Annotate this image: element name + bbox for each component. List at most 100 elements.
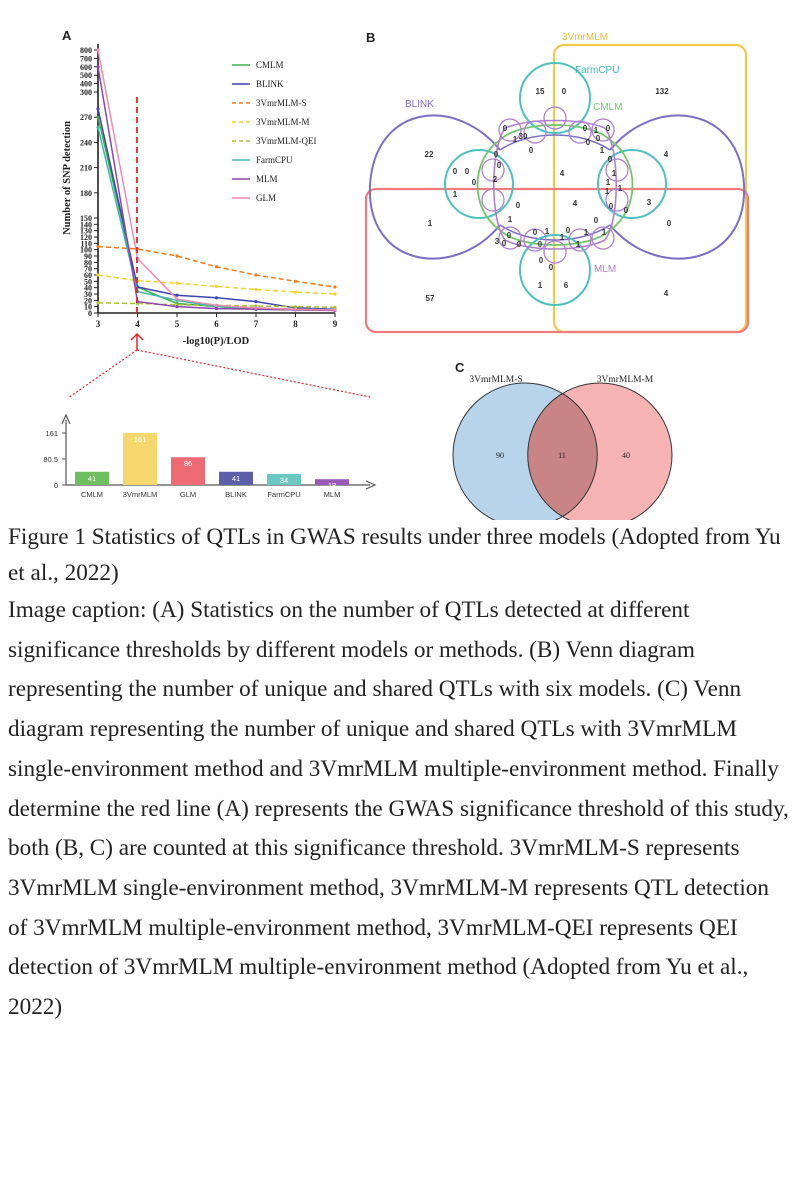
venn-count: 0: [472, 178, 477, 187]
venn-blink-shape-right: [609, 114, 746, 260]
venn-count: 0: [465, 167, 470, 176]
series-point-farmcpu: [96, 125, 100, 129]
venn-blink-bottom-arc: [499, 224, 611, 241]
bar-value-label: 161: [134, 435, 147, 444]
venn-mlm-shape: [492, 119, 618, 250]
y-tick-label: 40: [84, 284, 92, 293]
y-axis-title: Number of SNP detection: [62, 121, 73, 235]
y-tick-label: 120: [80, 233, 92, 242]
series-point-mlm: [175, 305, 179, 309]
venn-count: 0: [562, 87, 567, 96]
x-axis-title: -log10(P)/LOD: [183, 336, 250, 347]
venn-mlm-loop: [568, 228, 592, 252]
venn-count: 2: [493, 175, 498, 184]
venn-mlm-loop: [523, 228, 547, 252]
series-point-glm: [254, 306, 258, 310]
series-point-3vmrmlm-s: [175, 254, 179, 258]
venn-count: 0: [497, 161, 502, 170]
caption-body: Image caption: (A) Statistics on the num…: [8, 597, 789, 1021]
venn-count: 0: [594, 216, 599, 225]
venn-mlm-loop: [481, 158, 505, 182]
series-point-mlm: [214, 306, 219, 311]
figure-panels: A Number of SNP detection -log10(P)/LOD …: [43, 28, 750, 520]
venn-mlm-loop: [481, 188, 505, 212]
venn-count: 4: [664, 289, 669, 298]
legend-label: GLM: [256, 193, 276, 203]
venn-c-overlap: [527, 392, 598, 518]
y-tick-label: 800: [80, 46, 92, 55]
series-point-3vmrmlm-s: [214, 265, 219, 269]
venn-count: 4: [560, 169, 565, 178]
venn-c-label-m: 3VmrMLM-M: [597, 375, 654, 385]
bar-y-tick-label: 0: [54, 481, 58, 490]
y-tick-label: 270: [80, 113, 92, 122]
series-point-glm: [293, 307, 298, 311]
series-point-blink: [214, 296, 219, 300]
venn-count: 1: [612, 169, 617, 178]
panel-c-label: C: [455, 360, 465, 375]
legend-label: 3VmrMLM-QEI: [256, 136, 317, 146]
venn-farmcpu-left: [444, 149, 514, 219]
x-tick-label: 4: [135, 319, 140, 329]
venn-count: 1: [605, 187, 610, 196]
series-point-3vmrmlm-m: [214, 284, 219, 288]
venn-c-label-s: 3VmrMLM-S: [469, 375, 522, 385]
venn-count: 0: [517, 240, 522, 249]
bar-value-label: 34: [280, 476, 288, 485]
bar-3vmrmlm: [123, 433, 157, 485]
venn-label-cmlm: CMLM: [593, 102, 622, 113]
venn-mlm-loop: [591, 118, 615, 142]
series-point-3vmrmlm-s: [333, 285, 337, 289]
series-point-blink: [96, 107, 100, 111]
series-point-3vmrmlm-m: [175, 281, 179, 285]
bar-farmcpu: [267, 474, 301, 485]
y-tick-label: 210: [80, 164, 92, 173]
x-tick-label: 8: [293, 319, 298, 329]
venn-c-count-both: 11: [558, 451, 566, 460]
y-tick-label: 140: [80, 220, 92, 229]
venn-count: 1: [453, 190, 458, 199]
venn-count: 0: [586, 138, 591, 147]
venn-count: 3: [495, 237, 500, 246]
venn-count: 0: [507, 231, 512, 240]
legend-label: BLINK: [256, 79, 284, 89]
bar-blink: [219, 471, 253, 485]
legend-label: CMLM: [256, 60, 284, 70]
venn-count: 0: [549, 263, 554, 272]
venn-blink-top-arc: [499, 134, 611, 151]
y-tick-label: 0: [88, 309, 92, 318]
panel-c-venn: 3VmrMLM-S 3VmrMLM-M 90 11 40: [452, 375, 673, 520]
legend-label: 3VmrMLM-S: [256, 98, 307, 108]
series-point-3vmrmlm-m: [96, 273, 100, 277]
zoom-connector-left: [67, 349, 138, 399]
y-tick-label: 700: [80, 54, 92, 63]
venn-count: 1: [560, 233, 565, 242]
venn-count: 0: [608, 155, 613, 164]
venn-count: 0: [583, 124, 588, 133]
venn-count: 1: [428, 219, 433, 228]
bar-y-tick-label: 161: [45, 429, 58, 438]
y-tick-label: 100: [80, 246, 92, 255]
figure-caption: Figure 1 Statistics of QTLs in GWAS resu…: [8, 519, 792, 1028]
y-tick-label: 400: [80, 80, 92, 89]
zoom-arrow: [130, 332, 144, 350]
zoom-connector-right: [136, 349, 371, 398]
panel-a-label: A: [62, 28, 72, 43]
venn-mlm-loop: [523, 120, 547, 144]
series-point-3vmrmlm-s: [293, 279, 298, 283]
venn-count: 4: [573, 199, 578, 208]
series-point-3vmrmlm-s: [96, 244, 100, 249]
y-tick-label: 500: [80, 71, 92, 80]
legend-label: MLM: [256, 174, 278, 184]
venn-mlm-loop: [543, 106, 567, 130]
y-tick-label: 10: [84, 303, 92, 312]
bar-category-label: FarmCPU: [267, 490, 300, 499]
venn-c-count-s: 90: [496, 451, 504, 460]
venn-count: 0: [538, 240, 543, 249]
series-point-3vmrmlm-m: [333, 292, 337, 296]
bar-y-tick-label: 80.5: [43, 455, 58, 464]
y-tick-label: 70: [84, 265, 92, 274]
series-point-glm: [96, 48, 100, 52]
series-point-cmlm: [96, 115, 100, 119]
